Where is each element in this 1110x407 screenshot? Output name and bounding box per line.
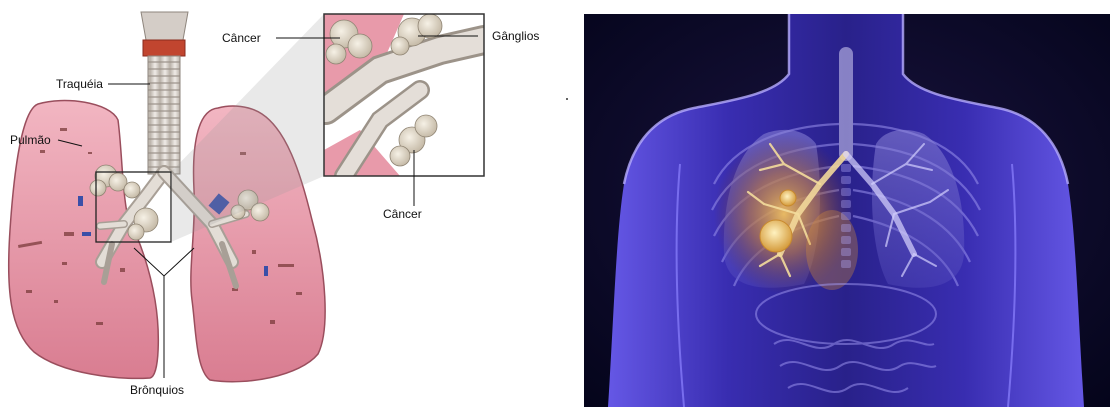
- xray-torso-svg: [584, 14, 1110, 407]
- label-trachea: Traquéia: [56, 77, 103, 91]
- lung-diagram-svg: Câncer Gânglios Câncer Traquéia Pulmão B…: [0, 0, 570, 407]
- magnified-inset: [324, 14, 484, 176]
- spine: [841, 164, 851, 268]
- xray-torso-illustration: [584, 14, 1110, 407]
- label-cancer-top: Câncer: [222, 31, 261, 45]
- trachea: [141, 12, 188, 174]
- label-lymph-nodes: Gânglios: [492, 29, 539, 43]
- label-bronchi: Brônquios: [130, 383, 184, 397]
- label-cancer-bottom: Câncer: [383, 207, 422, 221]
- lung-cancer-diagram: Câncer Gânglios Câncer Traquéia Pulmão B…: [0, 0, 570, 407]
- label-lung: Pulmão: [10, 133, 51, 147]
